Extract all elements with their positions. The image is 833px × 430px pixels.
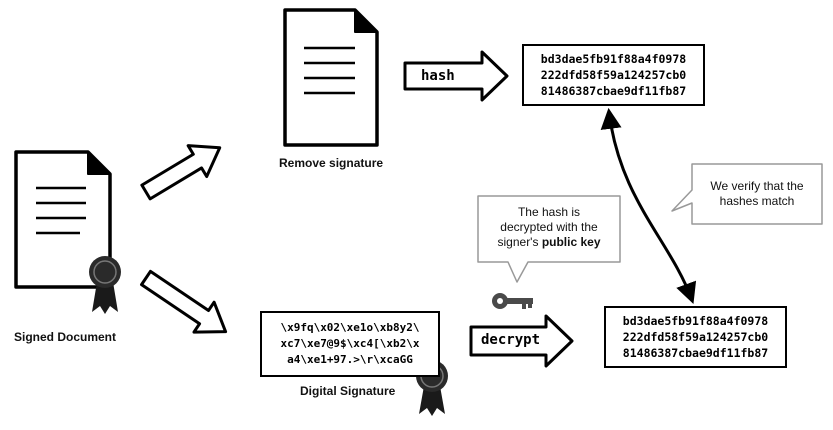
hash-line: 222dfd58f59a124257cb0 xyxy=(622,330,769,344)
decrypt-label: decrypt xyxy=(481,332,541,348)
computed-hash-box: bd3dae5fb91f88a4f0978 222dfd58f59a124257… xyxy=(522,44,705,106)
award-ribbon-icon xyxy=(89,256,121,314)
arrow-to-remove-signature xyxy=(140,144,222,201)
key-icon xyxy=(492,293,533,309)
signed-document-icon xyxy=(14,150,112,289)
bubble-line: The hash is xyxy=(517,205,581,219)
bubble-line: decrypted with the xyxy=(500,220,598,234)
arrow-to-digital-signature xyxy=(140,269,228,334)
hash-arrow xyxy=(403,50,509,102)
digital-signature-label: Digital Signature xyxy=(300,384,396,398)
verify-bubble-text: We verify that the hashes match xyxy=(692,179,822,209)
hash-compare-arrow xyxy=(600,107,697,304)
signature-line: xc7\xe7@9$\xc4[\xb2\x xyxy=(280,337,420,350)
hash-line: bd3dae5fb91f88a4f0978 xyxy=(622,314,769,328)
decrypted-hash-box: bd3dae5fb91f88a4f0978 222dfd58f59a124257… xyxy=(604,306,787,368)
hash-line: 81486387cbae9df11fb87 xyxy=(622,346,769,360)
public-key-emphasis: public key xyxy=(541,235,601,249)
bubble-line-prefix: signer's xyxy=(497,235,542,249)
hash-line: 222dfd58f59a124257cb0 xyxy=(540,68,687,82)
digital-signature-box: \x9fq\x02\xe1o\xb8y2\ xc7\xe7@9$\xc4[\xb… xyxy=(260,311,440,377)
hash-line: bd3dae5fb91f88a4f0978 xyxy=(540,52,687,66)
signed-document-label: Signed Document xyxy=(14,330,117,344)
bubble-line: We verify that the xyxy=(710,179,804,193)
hash-line: 81486387cbae9df11fb87 xyxy=(540,84,687,98)
bubble-line: signer's public key xyxy=(478,235,620,250)
remove-signature-label: Remove signature xyxy=(279,156,384,170)
bubble-line: hashes match xyxy=(719,194,795,208)
signature-line: \x9fq\x02\xe1o\xb8y2\ xyxy=(280,321,420,334)
decrypt-bubble-text: The hash is decrypted with the signer's … xyxy=(478,205,620,250)
hash-label: hash xyxy=(421,68,455,84)
decrypt-arrow xyxy=(469,314,574,368)
signature-line: a4\xe1+97.>\r\xcaGG xyxy=(287,353,413,366)
document-without-signature-icon xyxy=(283,8,379,147)
